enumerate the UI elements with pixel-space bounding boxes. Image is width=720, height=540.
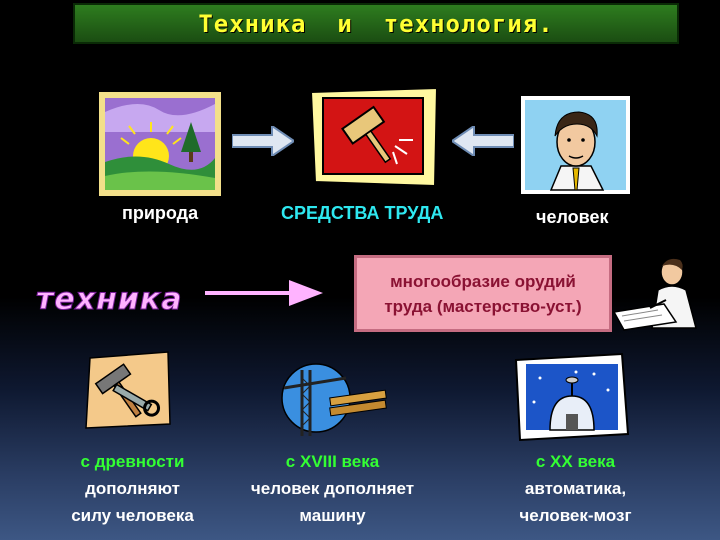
- nature-label: природа: [122, 203, 199, 223]
- crane-picture: [280, 358, 390, 438]
- crane-icon: [281, 363, 387, 436]
- automation-picture: [510, 350, 636, 442]
- gavel-icon: [309, 86, 439, 188]
- technique-word: техника: [35, 282, 183, 318]
- arrow-left-icon: [450, 124, 515, 161]
- hammer-wrench-icon: [85, 351, 171, 429]
- variety-line-1: многообразие орудий: [390, 271, 576, 291]
- man-portrait-icon: [521, 96, 630, 194]
- igloo-station-icon: [514, 352, 630, 442]
- era-18th-century-heading: с XVIII века: [285, 452, 380, 471]
- era-ancient-line-1: дополняют: [85, 479, 180, 498]
- era-18th-century-line-1: человек дополняет: [250, 479, 415, 498]
- era-20th-century-heading: с XX века: [535, 452, 616, 471]
- scientist-picture: [610, 250, 714, 332]
- era-18th-century-caption: с XVIII века человек дополняет машину: [230, 448, 435, 529]
- era-ancient-caption: с древности дополняют силу человека: [45, 448, 220, 529]
- hand-tools-picture: [82, 348, 174, 430]
- title-bar: Техника и технология.: [73, 3, 679, 44]
- nature-picture: [99, 92, 221, 196]
- human-label: человек: [536, 207, 609, 227]
- arrow-right-pink-icon: [205, 278, 323, 313]
- era-ancient-line-2: силу человека: [71, 506, 194, 525]
- nature-landscape-icon: [99, 92, 221, 196]
- human-picture: [521, 96, 630, 194]
- variety-line-2: труда (мастерство-уст.): [384, 296, 582, 316]
- slide-title: Техника и технология.: [198, 9, 554, 38]
- era-20th-century-line-2: человек-мозг: [519, 506, 632, 525]
- tools-of-labor-picture: [307, 86, 441, 188]
- era-20th-century-line-1: автоматика,: [524, 479, 627, 498]
- variety-of-tools-box: многообразие орудий труда (мастерство-ус…: [354, 255, 612, 332]
- arrow-right-icon: [231, 124, 296, 161]
- era-ancient-heading: с древности: [80, 452, 185, 471]
- scientist-writing-icon: [612, 258, 697, 331]
- era-18th-century-line-2: машину: [299, 506, 366, 525]
- tools-of-labor-label: СРЕДСТВА ТРУДА: [281, 203, 444, 223]
- era-20th-century-caption: с XX века автоматика, человек-мозг: [488, 448, 663, 529]
